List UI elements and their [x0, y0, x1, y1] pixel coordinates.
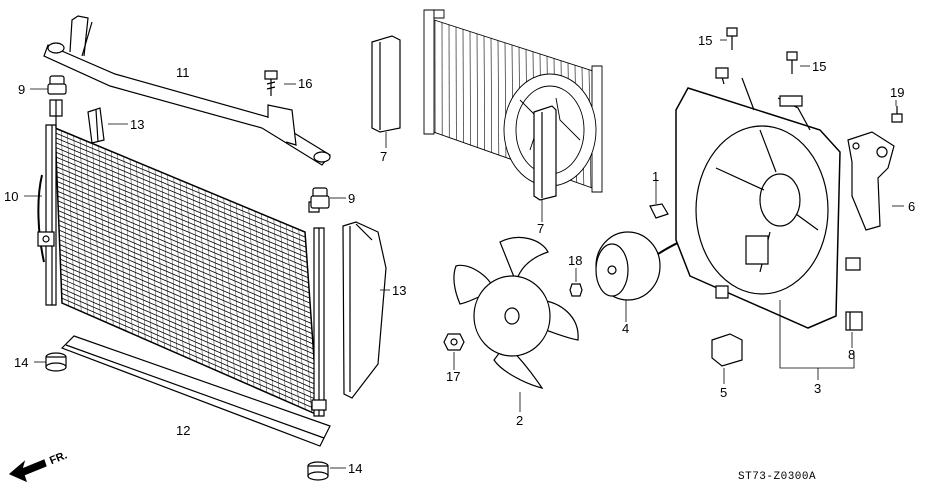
- condenser-fin: [161, 172, 171, 350]
- front-arrow-icon: [10, 460, 46, 481]
- cushion-9-top: [48, 76, 66, 94]
- cushion-9-mid: [311, 188, 329, 208]
- radiator-reference: [424, 10, 602, 192]
- condenser-fin: [193, 185, 203, 364]
- condenser-fin: [280, 222, 292, 404]
- condenser-fin: [74, 136, 81, 312]
- callout-15-right: 15: [812, 59, 827, 74]
- radiator-fin: [498, 41, 499, 156]
- callout-14-left: 14: [14, 355, 29, 370]
- nut-17: [444, 334, 464, 350]
- callout-7-upper: 7: [380, 149, 388, 164]
- condenser-fin: [243, 206, 255, 387]
- condenser-fin: [293, 227, 306, 410]
- bolt-15-upper: [727, 28, 737, 50]
- condenser-fin: [268, 216, 280, 398]
- condenser-fin: [174, 177, 184, 356]
- condenser-fin: [249, 209, 261, 390]
- bolt-16: [265, 71, 277, 96]
- condenser-fin: [180, 180, 190, 359]
- radiator-fin: [491, 38, 492, 152]
- condenser-fin: [80, 138, 88, 314]
- condenser-fin: [236, 203, 247, 384]
- callout-13-left: 13: [130, 117, 145, 132]
- callout-3: 3: [814, 381, 822, 396]
- callout-4: 4: [622, 321, 630, 336]
- condenser-fin: [230, 201, 241, 382]
- callout-15-upper: 15: [698, 33, 713, 48]
- callout-13-right: 13: [392, 283, 407, 298]
- upper-bracket: [44, 16, 330, 165]
- condenser-fin: [299, 229, 312, 412]
- clip-1: [650, 204, 668, 218]
- fan-shroud: [676, 68, 860, 328]
- condenser-fin: [186, 183, 196, 362]
- condenser-fin: [124, 157, 133, 334]
- nut-18: [570, 284, 582, 296]
- condenser-fin: [224, 198, 235, 378]
- lower-seal-strip: [62, 336, 330, 446]
- radiator-fin: [470, 32, 471, 146]
- clip-8: [846, 312, 862, 330]
- callout-5: 5: [720, 385, 728, 400]
- radiator-fin: [477, 34, 478, 148]
- seal-right: [343, 222, 386, 398]
- condenser-assembly: [38, 100, 326, 416]
- radiator-fin: [484, 36, 485, 150]
- callout-16: 16: [298, 76, 313, 91]
- condenser-fin: [205, 190, 216, 370]
- callout-6: 6: [908, 199, 916, 214]
- callout-17: 17: [446, 369, 461, 384]
- diagram-code: ST73-Z0300A: [738, 471, 817, 483]
- bolt-19: [892, 106, 902, 122]
- condenser-fin: [286, 224, 299, 406]
- callout-12: 12: [176, 423, 191, 438]
- seal-left: [88, 108, 104, 143]
- condenser-fin: [99, 146, 107, 322]
- cushion-14-bottom: [308, 462, 328, 480]
- seal-strip-7-lower: [534, 106, 556, 200]
- condenser-fin: [68, 133, 75, 308]
- callout-10: 10: [4, 189, 19, 204]
- condenser-fin: [211, 193, 222, 373]
- callout-8: 8: [848, 347, 856, 362]
- condenser-fin: [274, 219, 286, 401]
- cushion-14-left: [46, 353, 66, 371]
- condenser-fin: [105, 149, 113, 326]
- condenser-fin: [155, 170, 164, 348]
- seal-strip-7-upper: [372, 36, 400, 132]
- callout-9-top: 9: [18, 82, 26, 97]
- callout-7-lower: 7: [537, 221, 545, 236]
- condenser-fin: [61, 131, 68, 306]
- condenser-fin: [261, 214, 273, 396]
- callout-1: 1: [652, 169, 660, 184]
- leader-lines: [24, 40, 904, 468]
- callout-11: 11: [176, 65, 190, 80]
- callout-19: 19: [890, 85, 905, 100]
- condenser-fin: [143, 164, 152, 342]
- condenser-fin: [118, 154, 127, 331]
- callout-9-mid: 9: [348, 191, 356, 206]
- condenser-fin: [136, 162, 145, 340]
- fan-motor: [596, 228, 760, 300]
- condenser-fin: [93, 144, 101, 320]
- condenser-fin: [130, 159, 139, 336]
- callout-2: 2: [516, 413, 524, 428]
- condenser-fin: [199, 188, 209, 368]
- bolt-15-right: [787, 52, 797, 74]
- cushion-5: [712, 334, 742, 366]
- condenser-fin: [111, 151, 119, 328]
- condenser-fin: [168, 175, 178, 354]
- condenser-fin: [255, 211, 267, 392]
- motor-bracket-6: [848, 132, 894, 230]
- fan-blade: [454, 237, 578, 388]
- condenser-fin: [86, 141, 94, 317]
- condenser-fin: [218, 196, 229, 376]
- callout-14-bottom: 14: [348, 461, 363, 476]
- condenser-fin: [149, 167, 158, 345]
- callout-18: 18: [568, 253, 583, 268]
